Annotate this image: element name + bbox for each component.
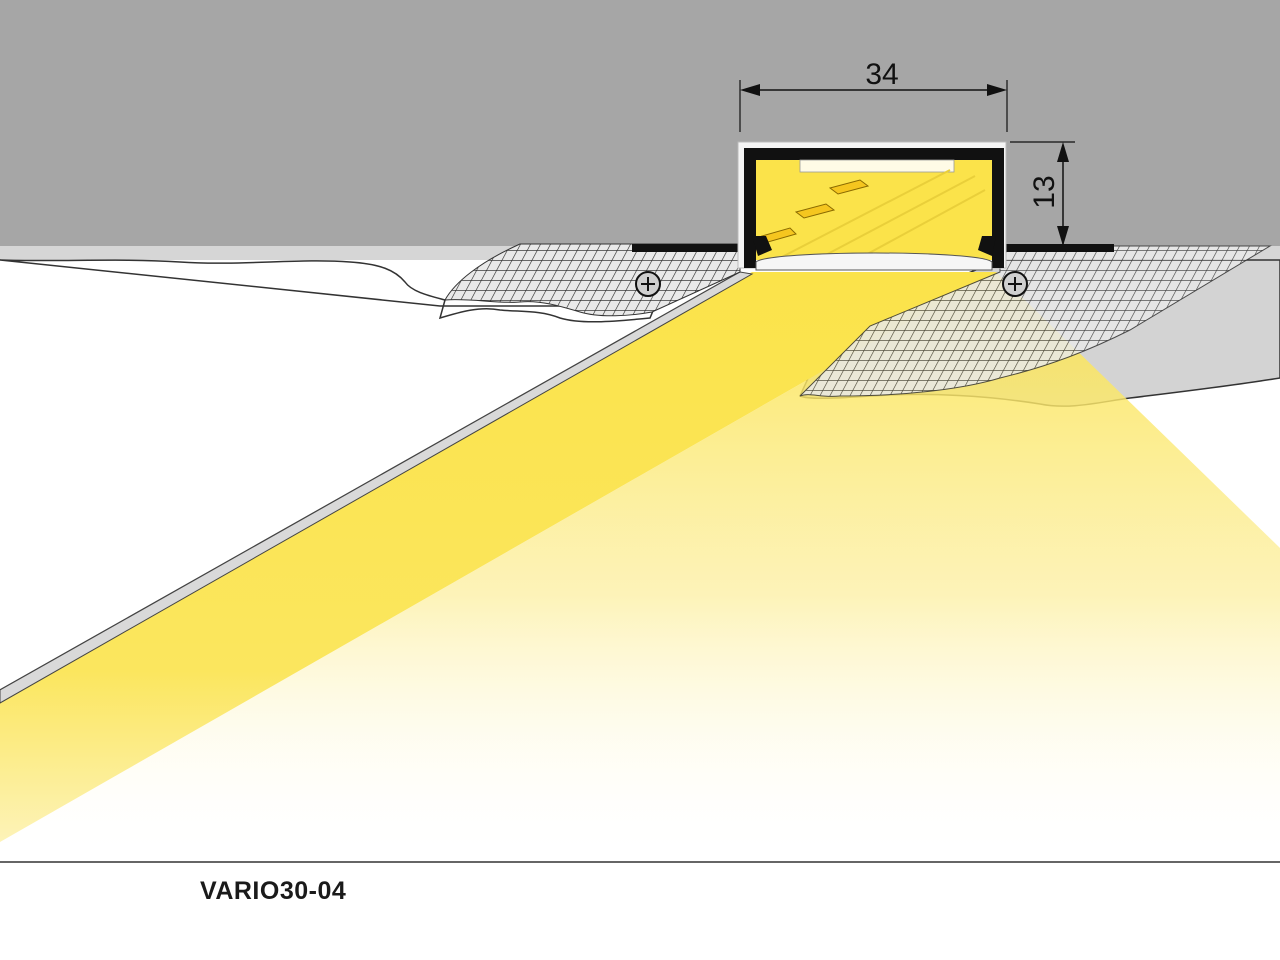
led-chips bbox=[761, 179, 870, 243]
mesh-tape-right bbox=[799, 245, 1272, 397]
diffuser-clip-right bbox=[978, 236, 996, 256]
model-label: VARIO30-04 bbox=[200, 877, 347, 905]
screw-left-icon bbox=[635, 271, 661, 297]
flange-left bbox=[632, 244, 748, 252]
ceiling bbox=[0, 0, 1280, 248]
width-dimension: 34 bbox=[739, 58, 1008, 132]
height-dimension-label: 13 bbox=[1028, 175, 1061, 208]
diffuser bbox=[755, 252, 993, 271]
cavity-reflection bbox=[779, 169, 986, 259]
flange-right bbox=[996, 244, 1114, 252]
light-cone bbox=[0, 272, 1280, 860]
plaster-edge-left bbox=[0, 259, 657, 323]
height-dimension: 13 bbox=[1010, 141, 1075, 246]
led-strip bbox=[799, 159, 955, 173]
diffuser-clip-left bbox=[752, 236, 772, 256]
mesh-tape-left bbox=[444, 243, 741, 317]
wall-edge-shadow bbox=[0, 271, 754, 704]
width-dimension-label: 34 bbox=[865, 58, 898, 91]
screw-right-icon bbox=[1002, 271, 1028, 297]
